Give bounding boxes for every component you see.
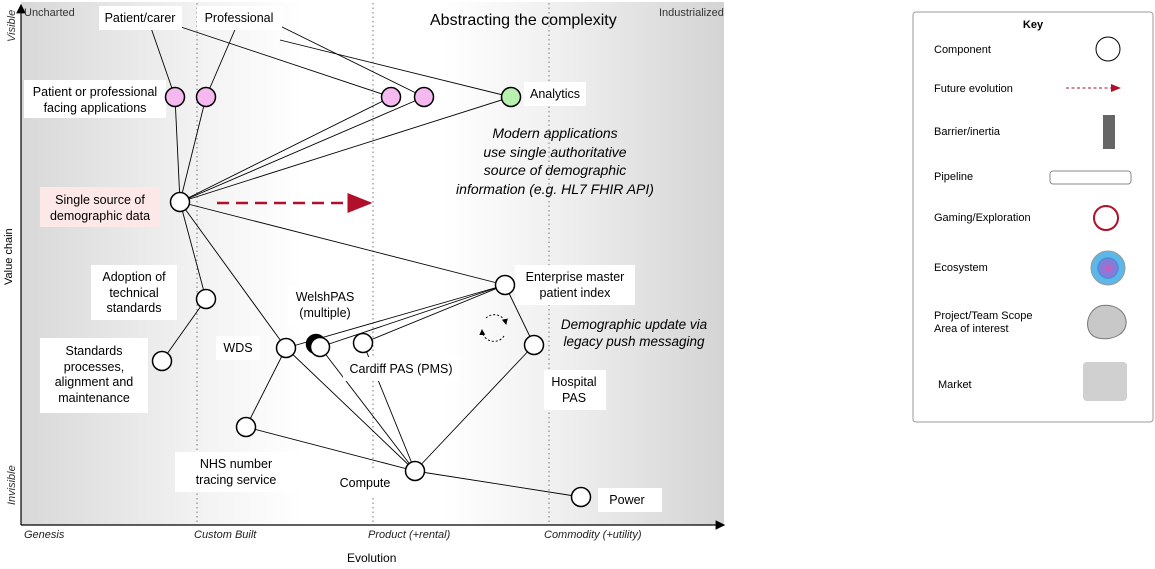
component-adoption-standards[interactable]: Adoption of technical standards	[91, 265, 177, 320]
key-gaming-label: Gaming/Exploration	[934, 212, 1031, 224]
component-nhs-tracing[interactable]: NHS number tracing service	[175, 452, 297, 492]
map-title: Abstracting the complexity	[430, 12, 617, 29]
key-component-label: Component	[934, 44, 991, 56]
svg-text:(multiple): (multiple)	[299, 306, 350, 320]
y-visible-label: Visible	[6, 10, 18, 42]
component-standards-processes[interactable]: Standards processes, alignment and maint…	[40, 338, 148, 413]
svg-text:use single authoritative: use single authoritative	[483, 144, 626, 160]
node-adoption[interactable]	[195, 288, 217, 310]
phase-commodity: Commodity (+utility)	[544, 529, 642, 541]
svg-text:tracing service: tracing service	[196, 473, 277, 487]
component-professional[interactable]: Professional	[197, 6, 282, 30]
key-ecosystem-icon	[1090, 250, 1126, 286]
node-hospital-pas[interactable]	[523, 334, 545, 356]
key-scope-label-1: Project/Team Scope	[934, 310, 1032, 322]
component-patient-carer[interactable]: Patient/carer	[99, 6, 182, 30]
key-component-icon	[1095, 36, 1121, 62]
svg-text:Cardiff PAS (PMS): Cardiff PAS (PMS)	[349, 362, 452, 376]
node-nhs-tracing[interactable]	[235, 416, 257, 438]
key-panel: Key Component Future evolution Barrier/i…	[912, 11, 1154, 423]
svg-text:Single source of: Single source of	[55, 193, 145, 207]
cycle-icon	[479, 314, 508, 342]
svg-text:processes,: processes,	[64, 360, 124, 374]
key-barrier-icon	[1103, 115, 1115, 149]
y-invisible-label: Invisible	[6, 465, 18, 505]
key-pipeline-icon	[1049, 170, 1132, 185]
x-axis-label: Evolution	[347, 551, 396, 565]
component-power[interactable]: Power	[598, 488, 662, 512]
svg-text:information (e.g. HL7 FHIR API: information (e.g. HL7 FHIR API)	[456, 181, 654, 197]
svg-text:Power: Power	[609, 493, 644, 507]
component-welshpas[interactable]: WelshPAS (multiple)	[288, 286, 362, 324]
node-wds[interactable]	[275, 337, 297, 359]
stage-uncharted: Uncharted	[24, 7, 75, 19]
svg-text:alignment and: alignment and	[55, 375, 134, 389]
key-scope-icon	[1087, 304, 1127, 340]
node-cardiff-pas[interactable]	[352, 332, 374, 354]
node-welshpas[interactable]	[309, 336, 331, 358]
component-compute[interactable]: Compute	[330, 471, 400, 495]
svg-text:patient index: patient index	[540, 286, 612, 300]
node-standards[interactable]	[151, 350, 173, 372]
component-wds[interactable]: WDS	[216, 336, 260, 360]
node-analytics[interactable]	[500, 86, 522, 108]
node-app-a[interactable]	[380, 86, 402, 108]
key-market-icon	[1083, 362, 1127, 401]
component-analytics[interactable]: Analytics	[524, 82, 586, 106]
component-empi[interactable]: Enterprise master patient index	[515, 265, 635, 305]
svg-text:facing applications: facing applications	[44, 101, 147, 115]
svg-text:Patient/carer: Patient/carer	[105, 11, 176, 25]
dependency-links	[149, 24, 582, 498]
node-patient-app[interactable]	[164, 86, 186, 108]
key-pipeline-label: Pipeline	[934, 171, 973, 183]
component-hospital-pas[interactable]: Hospital PAS	[544, 370, 606, 410]
phase-genesis: Genesis	[24, 529, 65, 541]
svg-text:Standards: Standards	[66, 344, 123, 358]
svg-text:source of demographic: source of demographic	[484, 162, 626, 178]
key-heading: Key	[1023, 19, 1044, 31]
svg-text:standards: standards	[107, 301, 162, 315]
stage-industrialized: Industrialized	[659, 7, 724, 19]
svg-text:Hospital: Hospital	[551, 375, 596, 389]
component-facing-applications[interactable]: Patient or professional facing applicati…	[24, 80, 166, 118]
svg-text:Adoption of: Adoption of	[102, 270, 166, 284]
node-empi[interactable]	[494, 274, 516, 296]
key-ecosystem-label: Ecosystem	[934, 262, 988, 274]
key-gaming-icon	[1093, 205, 1119, 231]
node-single-source[interactable]	[169, 191, 191, 213]
svg-text:Demographic update via: Demographic update via	[561, 317, 708, 332]
y-value-chain-label: Value chain	[3, 228, 15, 285]
svg-text:maintenance: maintenance	[58, 391, 130, 405]
key-future-label: Future evolution	[934, 83, 1013, 95]
svg-text:Enterprise master: Enterprise master	[526, 270, 625, 284]
svg-text:Patient or professional: Patient or professional	[33, 85, 157, 99]
svg-text:legacy push messaging: legacy push messaging	[563, 334, 705, 349]
component-cardiff-pas[interactable]: Cardiff PAS (PMS)	[343, 357, 459, 381]
svg-text:Compute: Compute	[340, 476, 391, 490]
phase-product: Product (+rental)	[368, 529, 451, 541]
annotation-demographic-update: Demographic update via legacy push messa…	[561, 317, 708, 349]
svg-text:NHS number: NHS number	[200, 457, 272, 471]
svg-text:demographic data: demographic data	[50, 209, 150, 223]
component-nodes	[151, 86, 592, 508]
svg-text:Professional: Professional	[205, 11, 274, 25]
component-single-source[interactable]: Single source of demographic data	[40, 187, 160, 227]
key-scope-label-2: Area of interest	[934, 323, 1009, 335]
node-compute[interactable]	[404, 460, 426, 482]
phase-custom-built: Custom Built	[194, 529, 257, 541]
key-barrier-label: Barrier/inertia	[934, 126, 1001, 138]
node-professional-app[interactable]	[195, 86, 217, 108]
svg-text:PAS: PAS	[562, 391, 586, 405]
annotation-modern-apps: Modern applications use single authorita…	[456, 125, 654, 197]
svg-text:WelshPAS: WelshPAS	[296, 290, 355, 304]
node-power[interactable]	[570, 486, 592, 508]
svg-text:Modern applications: Modern applications	[492, 125, 617, 141]
node-app-b[interactable]	[413, 86, 435, 108]
key-market-label: Market	[938, 379, 972, 391]
svg-text:WDS: WDS	[223, 341, 252, 355]
svg-text:technical: technical	[109, 286, 158, 300]
svg-text:Analytics: Analytics	[530, 87, 580, 101]
